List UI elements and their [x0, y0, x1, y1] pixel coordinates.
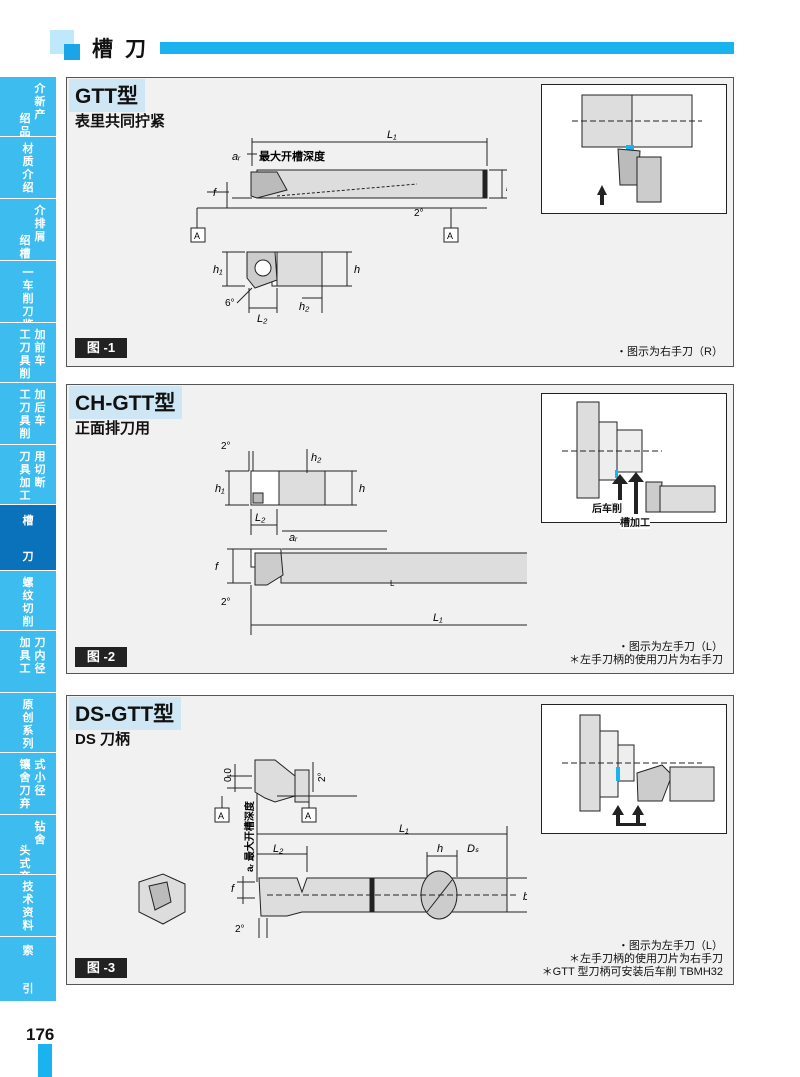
sidebar-tab-materials[interactable]: 材质介绍 — [0, 137, 56, 199]
label-a-left: A — [194, 231, 200, 241]
label-ar-max: aᵣ 最大开槽深度 — [243, 800, 256, 872]
label-angle2-top: 2° — [317, 772, 328, 782]
sidebar-tab-front-turning[interactable]: 加前车工刀具削 — [0, 323, 56, 383]
sidebar-tab-turning-inserts[interactable]: 一车削刀览片 — [0, 261, 56, 344]
label-zero: 0.0 — [223, 768, 234, 782]
header-square-dark — [64, 44, 80, 60]
label-l2: L₂ — [273, 843, 284, 855]
sidebar-tab-index[interactable]: 索引 — [0, 937, 56, 1002]
panel-title: DS-GTT型 — [69, 697, 182, 730]
header-bar — [160, 42, 734, 54]
panel-ds-gtt: DS-GTT型 DS 刀柄 — [66, 695, 734, 985]
label-l: L — [390, 579, 395, 588]
note-2: ＊左手刀柄的使用刀片为右手刀 — [569, 654, 723, 666]
figure-label: 图 -3 — [75, 958, 127, 978]
page-title: 槽刀 — [92, 38, 158, 61]
label-l1: L₁ — [399, 823, 409, 835]
label-l1: L₁ — [433, 612, 443, 624]
label-l2: L₂ — [257, 313, 268, 325]
panel-title: CH-GTT型 — [69, 386, 183, 419]
label-h2: h₂ — [311, 452, 322, 464]
label-a-right: A — [447, 231, 453, 241]
sidebar-tab-grooving[interactable]: 槽刀 — [0, 505, 56, 571]
label-h: h — [437, 843, 443, 855]
sidebar-tab-drill[interactable]: 钻舍头式弃 — [0, 815, 56, 883]
figure-label: 图 -1 — [75, 338, 127, 358]
figure-label: 图 -2 — [75, 647, 127, 667]
photo-label-grooving: 槽加工 — [620, 514, 650, 529]
ch-gtt-drawing: 2° h₂ h₁ h L₂ aᵣ f b 2° L L₁ — [215, 441, 527, 635]
page-number: 176 — [26, 1025, 55, 1044]
note-1: ・图示为左手刀（L） — [617, 641, 723, 653]
sidebar-tab-threading[interactable]: 螺纹切削 — [0, 571, 56, 631]
label-b: b — [523, 891, 527, 903]
ds-gtt-drawing: aᵣ 最大开槽深度 0.0 2° A A L₁ L₂ h Dₛ f b 2° — [138, 759, 527, 938]
note-1: ・图示为右手刀（R） — [616, 346, 723, 358]
note-2: ＊左手刀柄的使用刀片为右手刀 — [569, 953, 723, 965]
label-h: h — [359, 483, 365, 495]
label-angle2-bottom: 2° — [221, 597, 231, 608]
label-angle2: 2° — [414, 208, 424, 219]
photo-label-back-turning: 后车削 — [592, 504, 622, 515]
panel-ch-gtt: CH-GTT型 正面排刀用 — [66, 384, 734, 674]
sidebar-tab-back-turning[interactable]: 加后车工刀具削 — [0, 383, 56, 445]
panel-gtt: GTT型 表里共同拧紧 — [66, 77, 734, 367]
label-max-depth: 最大开槽深度 — [259, 149, 326, 163]
label-h1: h₁ — [215, 483, 225, 495]
label-h1: h₁ — [213, 264, 223, 276]
label-angle6: 6° — [225, 298, 235, 309]
label-angle2-bottom: 2° — [235, 924, 245, 935]
panel-subtitle: DS 刀柄 — [75, 731, 131, 748]
ds-gtt-photo — [541, 704, 727, 834]
label-f: f — [213, 187, 217, 199]
page-number-bar — [38, 1044, 52, 1077]
panel-notes: ・图示为左手刀（L） ＊左手刀柄的使用刀片为右手刀 — [569, 641, 723, 667]
label-f: f — [231, 883, 235, 895]
label-ar: aᵣ — [232, 151, 241, 163]
label-h: h — [354, 264, 360, 276]
panel-notes: ・图示为右手刀（R） — [616, 346, 723, 359]
gtt-photo — [541, 84, 727, 214]
note-1: ・图示为左手刀（L） — [617, 940, 723, 952]
ch-gtt-photo: 后车削 槽加工 — [541, 393, 727, 529]
panel-title: GTT型 — [69, 79, 145, 112]
label-h2: h₂ — [299, 301, 310, 313]
sidebar-tab-technical-data[interactable]: 技术资料 — [0, 875, 56, 937]
label-ds: Dₛ — [467, 843, 479, 855]
label-ar: aᵣ — [289, 532, 298, 544]
label-l2: L₂ — [255, 512, 266, 524]
sidebar-tab-original-series[interactable]: 原创系列 — [0, 693, 56, 753]
sidebar-tab-boring[interactable]: 刀内径加具工 — [0, 631, 56, 693]
panel-notes: ・图示为左手刀（L） ＊左手刀柄的使用刀片为右手刀 ＊GTT 型刀柄可安装后车削… — [542, 940, 723, 979]
sidebar-tab-cutoff[interactable]: 用切断刀具加工 — [0, 445, 56, 505]
label-b: b — [506, 182, 507, 194]
sidebar-tab-new-products[interactable]: 介新产绍品 — [0, 77, 56, 138]
panel-subtitle: 表里共同拧紧 — [75, 113, 166, 130]
sidebar-tab-chipbreaker[interactable]: 介排屑绍槽 — [0, 199, 56, 261]
sidebar-tab-small-bore[interactable]: 式小径镶舍刀弃 — [0, 753, 56, 815]
note-3: ＊GTT 型刀柄可安装后车削 TBMH32 — [541, 966, 723, 978]
label-a-right: A — [305, 811, 311, 821]
label-angle2-top: 2° — [221, 441, 231, 452]
gtt-drawing: L₁ aᵣ 最大开槽深度 b f 2° A A h₁ h 6° h₂ L₂ — [190, 129, 507, 325]
label-f: f — [215, 561, 219, 573]
panel-subtitle: 正面排刀用 — [75, 420, 151, 437]
label-a-left: A — [218, 811, 224, 821]
label-l1: L₁ — [387, 129, 397, 141]
